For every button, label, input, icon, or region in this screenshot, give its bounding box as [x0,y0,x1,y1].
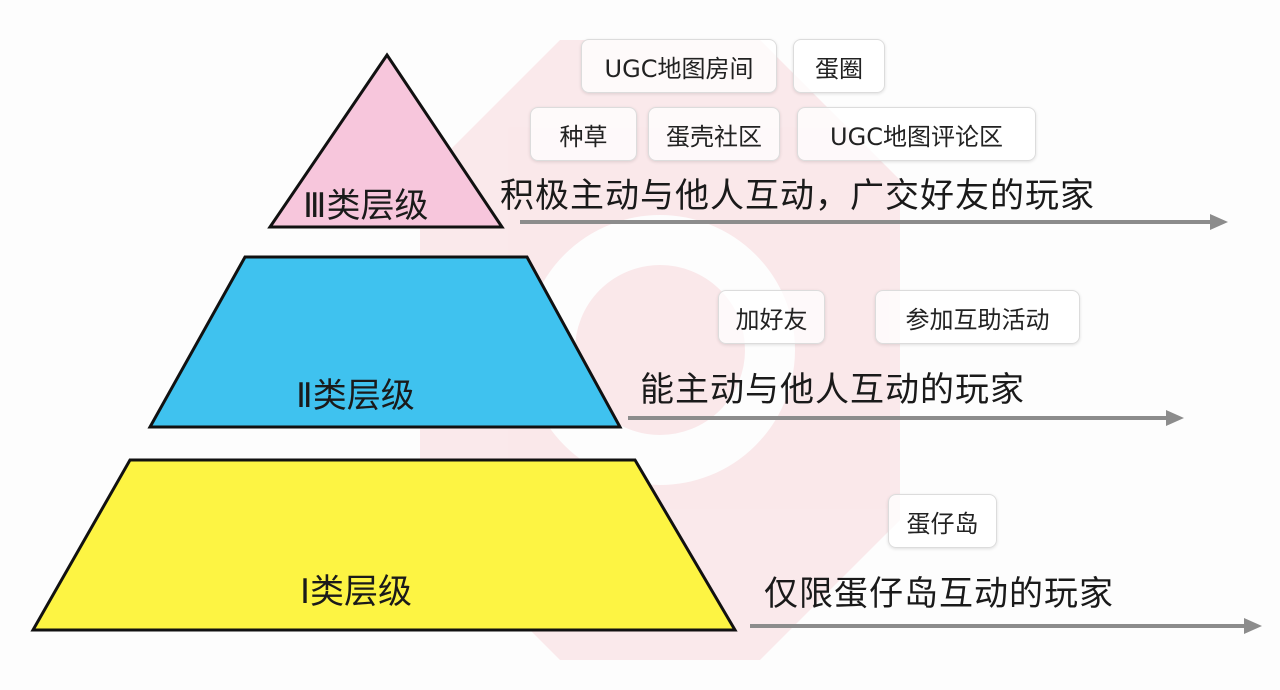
tag-egg-circle: 蛋圈 [793,39,885,93]
level-3-arrow [520,214,1228,230]
level-3-label: Ⅲ类层级 [303,186,429,226]
level-2-trapezoid [147,255,623,429]
level-2-description: 能主动与他人互动的玩家 [640,370,1025,410]
level-1-arrow [750,618,1262,634]
tag-mutual-help-activity: 参加互助活动 [875,290,1080,344]
level-2-arrow [628,410,1184,426]
tag-ugc-map-room: UGC地图房间 [581,39,777,93]
tag-add-friend: 加好友 [718,290,825,344]
tag-ugc-map-comments: UGC地图评论区 [797,107,1036,161]
level-3-triangle [267,52,505,229]
tag-zhongcao: 种草 [530,107,637,161]
level-1-label: Ⅰ类层级 [300,572,413,612]
level-1-trapezoid [30,458,738,632]
level-2-label: Ⅱ类层级 [296,376,415,416]
tag-egg-island: 蛋仔岛 [888,494,997,548]
level-3-description: 积极主动与他人互动，广交好友的玩家 [500,176,1095,216]
level-1-description: 仅限蛋仔岛互动的玩家 [764,574,1114,614]
tag-eggshell-community: 蛋壳社区 [648,107,780,161]
